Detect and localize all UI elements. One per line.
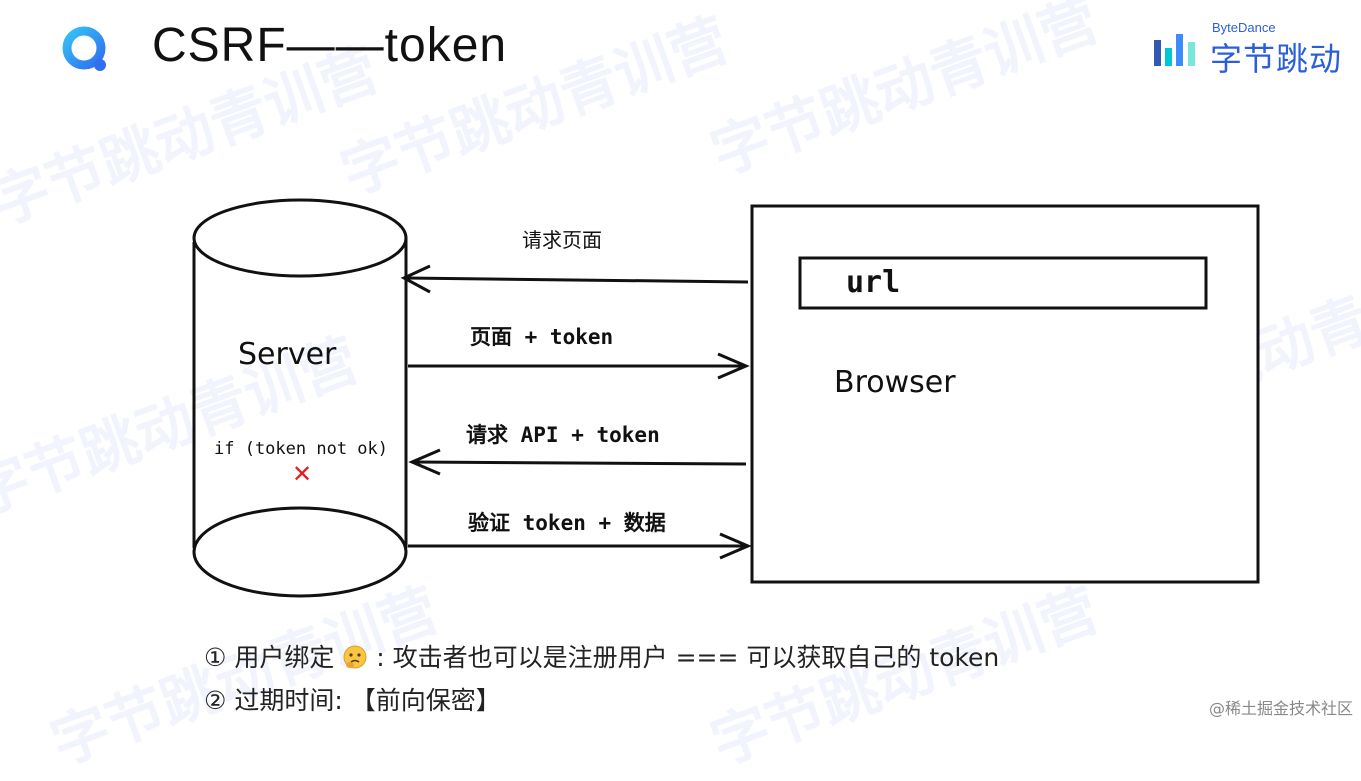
source-credit: @稀土掘金技术社区 (1208, 699, 1353, 718)
url-bar (798, 256, 1208, 310)
app-logo-icon (62, 26, 106, 71)
arrow-label-request-page: 请求页面 (522, 228, 602, 252)
arrow-verify-token (408, 532, 752, 560)
note-expiry: ② 过期时间: 【前向保密】 (204, 681, 501, 717)
thinking-face-icon (343, 645, 367, 669)
url-label: url (846, 265, 900, 300)
fail-mark-icon: ✕ (292, 460, 312, 488)
arrow-request-api (408, 448, 747, 476)
brand-logo: ByteDance 字节跳动 (1152, 20, 1342, 78)
arrow-page-token (408, 352, 750, 380)
brand-main-text: 字节跳动 (1210, 40, 1343, 78)
bytedance-mark-icon (1154, 34, 1195, 66)
arrow-request-page (400, 264, 749, 294)
slide-title: CSRF——token (152, 19, 508, 72)
note-user-binding: ① 用户绑定 : 攻击者也可以是注册用户 === 可以获取自己的 token (204, 638, 999, 674)
csrf-token-diagram: Server if (token not ok) ✕ url Browser 请… (192, 198, 1260, 598)
note-marker: ① (204, 643, 227, 672)
note-marker: ② (204, 686, 227, 715)
arrow-label-request-api: 请求 API + token (466, 423, 660, 447)
server-label: Server (238, 337, 337, 372)
note-text: 用户绑定 (234, 643, 335, 672)
note-text: : 攻击者也可以是注册用户 === 可以获取自己的 token (376, 643, 1000, 672)
watermark: 字节跳动青训营 (702, 0, 1108, 189)
arrow-label-page-token: 页面 + token (470, 325, 613, 349)
brand-top-text: ByteDance (1212, 20, 1276, 35)
arrow-label-verify-token: 验证 token + 数据 (468, 511, 666, 535)
server-condition: if (token not ok) (214, 439, 388, 459)
note-text: 过期时间: 【前向保密】 (234, 686, 501, 715)
browser-label: Browser (834, 365, 956, 400)
server-cylinder (192, 198, 408, 598)
